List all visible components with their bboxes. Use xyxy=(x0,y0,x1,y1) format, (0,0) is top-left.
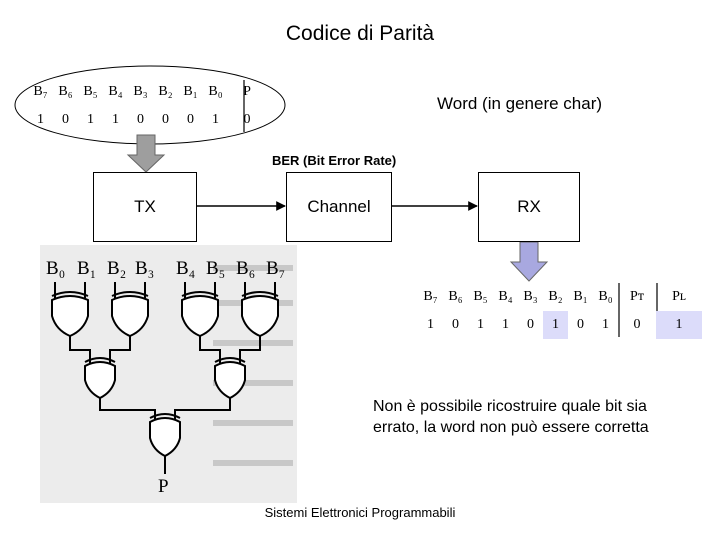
rx-header-cell: B₂ xyxy=(548,289,563,304)
circuit-input-label: B₀ xyxy=(46,258,66,279)
rx-value-cell: 1 xyxy=(477,317,484,332)
tx-header-cell: B₅ xyxy=(83,84,98,99)
circuit-input-label: B₅ xyxy=(206,258,226,279)
tx-header-cell: B₆ xyxy=(58,84,73,99)
block-arrow-down-icon xyxy=(509,241,549,282)
rx-value-cell: 0 xyxy=(452,317,459,332)
rx-error-bit-cell: 1 xyxy=(543,311,568,339)
tx-value-cell: 0 xyxy=(62,112,69,127)
circuit-input-label: B₇ xyxy=(266,258,286,279)
circuit-input-label: B₆ xyxy=(236,258,256,279)
rx-header-cell: B₅ xyxy=(473,289,488,304)
rx-parity-local-header-cell: Pʟ xyxy=(672,289,686,304)
circuit-input-label: B₂ xyxy=(107,258,127,279)
rx-value-cell: 1 xyxy=(427,317,434,332)
channel-block-label: Channel xyxy=(307,197,371,216)
tx-block-label: TX xyxy=(134,197,156,216)
circuit-input-label: B₄ xyxy=(176,258,196,279)
tx-block: TX xyxy=(93,172,197,242)
xor-tree-circuit xyxy=(51,282,279,474)
tx-value-cell: 0 xyxy=(162,112,169,127)
tx-parity-value-cell: 0 xyxy=(243,112,251,127)
circuit-scan-background xyxy=(40,245,297,503)
circuit-input-label: B₁ xyxy=(77,258,97,279)
tx-word-table: B₇ B₆ B₅ B₄ B₃ B₂ B₁ B₀ P 1 0 1 1 0 0 0 … xyxy=(28,78,266,134)
rx-value-cell: 0 xyxy=(527,317,534,332)
slide-title: Codice di Parità xyxy=(285,22,435,45)
note-line: Non è possibile ricostruire quale bit si… xyxy=(373,398,647,415)
tx-header-cell: B₄ xyxy=(108,84,123,99)
rx-parity-tx-value-cell: 0 xyxy=(633,317,641,332)
rx-header-cell: B₄ xyxy=(498,289,513,304)
tx-value-cell: 0 xyxy=(187,112,194,127)
tx-header-cell: B₃ xyxy=(133,84,148,99)
tx-parity-header-cell: P xyxy=(243,84,251,99)
rx-header-cell: B₀ xyxy=(598,289,613,304)
ber-label: BER (Bit Error Rate) xyxy=(272,153,397,168)
circuit-output-label: P xyxy=(158,476,169,497)
rx-header-cell: B₃ xyxy=(523,289,538,304)
rx-value-row: 1 0 1 1 0 1 0 1 0 1 xyxy=(418,311,702,339)
rx-header-row: B₇ B₆ B₅ B₄ B₃ B₂ B₁ B₀ Pᴛ Pʟ xyxy=(418,283,702,311)
tx-header-cell: B₂ xyxy=(158,84,173,99)
tx-header-cell: B₁ xyxy=(183,84,198,99)
tx-value-cell: 1 xyxy=(87,112,94,127)
note-line: errato, la word non può essere corretta xyxy=(373,419,649,436)
footer-text: Sistemi Elettronici Programmabili xyxy=(264,505,456,520)
explanation-note: Non è possibile ricostruire quale bit si… xyxy=(373,396,649,438)
rx-header-cell: B₆ xyxy=(448,289,463,304)
rx-parity-local-value-cell: 1 xyxy=(656,311,702,339)
rx-header-cell: B₇ xyxy=(423,289,438,304)
word-label: Word (in genere char) xyxy=(437,94,603,113)
rx-value-cell: 1 xyxy=(602,317,609,332)
rx-value-cell: 0 xyxy=(577,317,584,332)
tx-header-cell: B₀ xyxy=(208,84,223,99)
tx-value-cell: 0 xyxy=(137,112,144,127)
circuit-input-label: B₃ xyxy=(135,258,155,279)
rx-parity-tx-header-cell: Pᴛ xyxy=(630,289,644,304)
rx-header-cell: B₁ xyxy=(573,289,588,304)
tx-header-row: B₇ B₆ B₅ B₄ B₃ B₂ B₁ B₀ P xyxy=(28,78,266,106)
block-arrow-down-icon xyxy=(126,134,166,173)
rx-word-table: B₇ B₆ B₅ B₄ B₃ B₂ B₁ B₀ Pᴛ Pʟ 1 0 1 1 0 … xyxy=(418,283,702,339)
tx-value-row: 1 0 1 1 0 0 0 1 0 xyxy=(28,106,266,134)
channel-block: Channel xyxy=(286,172,392,242)
tx-value-cell: 1 xyxy=(37,112,44,127)
rx-block: RX xyxy=(478,172,580,242)
tx-value-cell: 1 xyxy=(212,112,219,127)
tx-value-cell: 1 xyxy=(112,112,119,127)
rx-value-cell: 1 xyxy=(502,317,509,332)
rx-block-label: RX xyxy=(517,197,541,216)
tx-header-cell: B₇ xyxy=(33,84,48,99)
